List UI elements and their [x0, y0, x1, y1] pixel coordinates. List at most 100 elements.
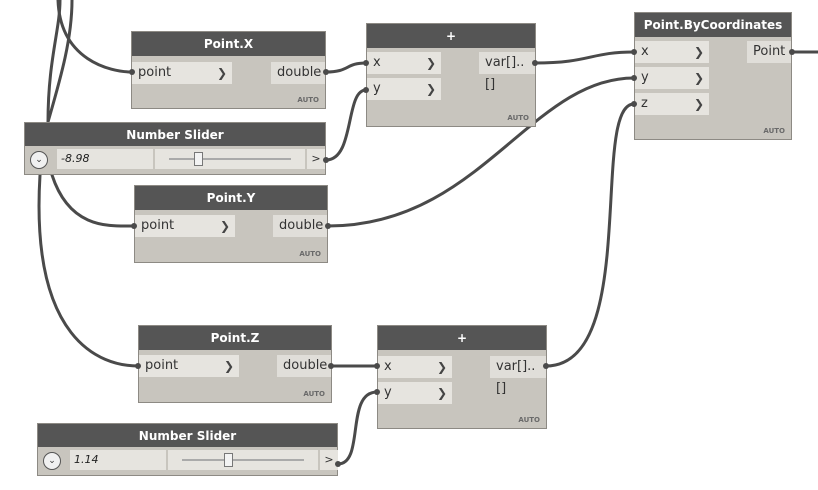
node-point-y[interactable]: Point.Y point ❯ double AUTO: [134, 185, 328, 263]
wire-slider1-to-pointx: [56, 0, 134, 74]
port-dot: [328, 363, 334, 369]
port-dot: [631, 101, 637, 107]
port-dot: [131, 223, 137, 229]
node-title: Point.X: [132, 32, 325, 56]
chevron-right-icon: ❯: [693, 97, 704, 111]
port-label: double: [279, 218, 324, 233]
lacing-label: AUTO: [763, 127, 785, 135]
port-dot: [374, 389, 380, 395]
chevron-down-icon[interactable]: ⌄: [30, 151, 48, 169]
input-port-y[interactable]: y ❯: [378, 382, 452, 404]
slider-expand-button[interactable]: >: [307, 149, 325, 169]
slider-track-area[interactable]: [168, 450, 318, 470]
port-label: var[]..[]: [485, 55, 525, 92]
slider-thumb[interactable]: [224, 453, 234, 467]
port-dot: [631, 75, 637, 81]
input-port-x[interactable]: x ❯: [367, 52, 441, 74]
slider-expand-button[interactable]: >: [320, 450, 338, 470]
node-point-z[interactable]: Point.Z point ❯ double AUTO: [138, 325, 332, 403]
chevron-right-icon: ❯: [436, 386, 447, 400]
slider-track: [182, 459, 304, 461]
lacing-label: AUTO: [297, 96, 319, 104]
wire-pointx-to-add1-x: [324, 61, 368, 74]
port-label: point: [145, 358, 179, 373]
port-dot: [135, 363, 141, 369]
chevron-right-icon: ❯: [219, 219, 230, 233]
wire-background-left-2: [46, 0, 74, 124]
port-dot: [363, 60, 369, 66]
node-title: Number Slider: [25, 123, 325, 147]
lacing-label: AUTO: [303, 390, 325, 398]
port-dot: [335, 461, 341, 467]
chevron-right-icon: ❯: [436, 360, 447, 374]
node-number-slider-2[interactable]: Number Slider ⌄ 1.14 >: [37, 423, 338, 476]
port-label: point: [138, 65, 172, 80]
port-dot: [631, 49, 637, 55]
port-label: y: [373, 81, 381, 96]
chevron-right-icon: ❯: [216, 66, 227, 80]
chevron-right-icon: ❯: [425, 56, 436, 70]
slider-track: [169, 158, 291, 160]
lacing-label: AUTO: [518, 416, 540, 424]
slider-body: ⌄ -8.98 >: [25, 146, 325, 174]
input-port-z[interactable]: z ❯: [635, 93, 709, 115]
wire-slider1-to-pointz: [37, 173, 140, 368]
input-port-y[interactable]: y ❯: [635, 67, 709, 89]
output-port-double[interactable]: double: [273, 215, 327, 237]
node-title: +: [367, 24, 535, 48]
port-dot: [374, 363, 380, 369]
input-port-point[interactable]: point ❯: [139, 355, 239, 377]
output-port-var[interactable]: var[]..[]: [479, 52, 535, 92]
node-add-1[interactable]: + x ❯ y ❯ var[]..[] AUTO: [366, 23, 536, 127]
port-label: y: [641, 70, 649, 85]
node-title: Point.Z: [139, 326, 331, 350]
wire-add2-to-bycoords-z: [544, 102, 636, 368]
input-port-x[interactable]: x ❯: [378, 356, 452, 378]
slider-value-field[interactable]: 1.14: [70, 450, 166, 470]
port-dot: [129, 69, 135, 75]
port-dot: [543, 363, 549, 369]
wire-slider1-to-pointy: [50, 173, 136, 228]
port-label: Point: [753, 44, 786, 59]
slider-value-field[interactable]: -8.98: [57, 149, 153, 169]
node-point-by-coordinates[interactable]: Point.ByCoordinates x ❯ y ❯ z ❯ Point AU…: [634, 12, 792, 140]
output-port-var[interactable]: var[]..[]: [490, 356, 546, 396]
node-add-2[interactable]: + x ❯ y ❯ var[]..[] AUTO: [377, 325, 547, 429]
chevron-right-icon: ❯: [223, 359, 234, 373]
port-dot: [323, 157, 329, 163]
port-dot: [323, 69, 329, 75]
port-label: z: [641, 96, 648, 111]
wire-add1-to-bycoords-x: [533, 50, 636, 65]
input-port-x[interactable]: x ❯: [635, 41, 709, 63]
output-port-double[interactable]: double: [277, 355, 331, 377]
output-port-point[interactable]: Point: [747, 41, 791, 63]
node-title: +: [378, 326, 546, 350]
node-number-slider-1[interactable]: Number Slider ⌄ -8.98 >: [24, 122, 326, 175]
wire-slider2-to-add2-y: [336, 390, 379, 466]
node-title: Point.Y: [135, 186, 327, 210]
chevron-right-icon: ❯: [693, 45, 704, 59]
input-port-y[interactable]: y ❯: [367, 78, 441, 100]
port-label: double: [277, 65, 322, 80]
wire-pointy-to-bycoords-y: [326, 76, 636, 228]
output-port-double[interactable]: double: [271, 62, 325, 84]
lacing-label: AUTO: [507, 114, 529, 122]
port-label: double: [283, 358, 328, 373]
port-dot: [325, 223, 331, 229]
slider-body: ⌄ 1.14 >: [38, 447, 338, 475]
port-label: y: [384, 385, 392, 400]
lacing-label: AUTO: [299, 250, 321, 258]
input-port-point[interactable]: point ❯: [135, 215, 235, 237]
node-point-x[interactable]: Point.X point ❯ double AUTO: [131, 31, 326, 109]
port-dot: [363, 87, 369, 93]
chevron-right-icon: ❯: [425, 82, 436, 96]
chevron-down-icon[interactable]: ⌄: [43, 452, 61, 470]
wire-slider1-to-add1-y: [324, 88, 368, 162]
slider-thumb[interactable]: [194, 152, 204, 166]
port-label: x: [641, 44, 649, 59]
port-label: x: [373, 55, 381, 70]
port-dot: [532, 60, 538, 66]
slider-track-area[interactable]: [155, 149, 305, 169]
input-port-point[interactable]: point ❯: [132, 62, 232, 84]
